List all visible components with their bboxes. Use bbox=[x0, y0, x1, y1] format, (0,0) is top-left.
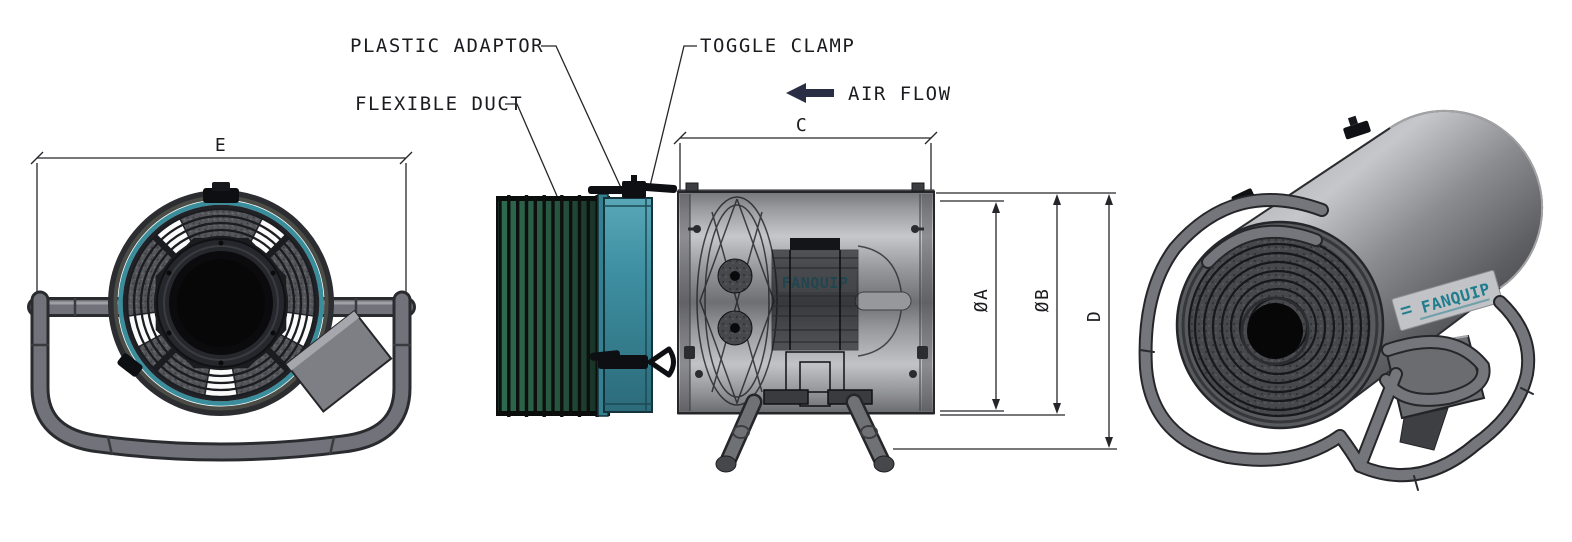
toggle-clamp-side bbox=[589, 346, 676, 378]
motor-shaft bbox=[854, 291, 912, 311]
callouts: PLASTIC ADAPTOR TOGGLE CLAMP FLEXIBLE DU… bbox=[350, 35, 855, 197]
side-view: C bbox=[673, 115, 1117, 473]
flexible-duct-leader bbox=[505, 103, 558, 197]
d-ring-handle bbox=[647, 346, 676, 378]
rim-clamp-top bbox=[203, 182, 239, 203]
dimension-e-label: E bbox=[215, 135, 227, 156]
plastic-adaptor-label: PLASTIC ADAPTOR bbox=[350, 35, 544, 57]
dimension-e: E bbox=[30, 135, 413, 296]
dimension-dia-b-label: ØB bbox=[1032, 288, 1053, 313]
motor-block bbox=[771, 238, 859, 351]
dimension-dia-a: ØA bbox=[940, 200, 1004, 412]
housing-internals: FANQUIP bbox=[696, 196, 912, 407]
housing-bolts bbox=[684, 225, 928, 378]
housing-tab-left bbox=[685, 182, 699, 192]
air-flow-arrow-icon bbox=[786, 83, 806, 103]
fan-hub bbox=[156, 238, 286, 368]
plastic-adaptor bbox=[597, 193, 653, 417]
dimension-c-label: C bbox=[796, 115, 808, 136]
dimension-dia-b: ØB bbox=[936, 192, 1116, 416]
rim-clamp-lower-left bbox=[117, 353, 143, 377]
flexible-duct-label: FLEXIBLE DUCT bbox=[355, 93, 523, 115]
front-view: E bbox=[27, 135, 416, 462]
toggle-clamp-leader bbox=[649, 45, 697, 187]
dimension-c: C bbox=[673, 115, 938, 190]
toggle-clamp-label: TOGGLE CLAMP bbox=[700, 35, 855, 57]
drum-front-face bbox=[1175, 220, 1385, 430]
side-view-legs bbox=[715, 393, 895, 473]
isometric-view: FANQUIP bbox=[1138, 109, 1544, 491]
dimension-d: D bbox=[893, 194, 1117, 450]
flexible-duct bbox=[496, 195, 610, 417]
dimension-d-label: D bbox=[1084, 310, 1105, 322]
housing-tab-right bbox=[911, 182, 925, 192]
junction-box bbox=[285, 309, 393, 413]
fan-frame-base bbox=[30, 290, 412, 462]
fan-front bbox=[108, 182, 334, 416]
duct-adaptor-assembly bbox=[496, 175, 678, 417]
air-flow-label: AIR FLOW bbox=[848, 83, 952, 105]
iso-hub bbox=[1247, 303, 1303, 359]
toggle-clamp-top bbox=[588, 175, 678, 198]
iso-frame bbox=[1138, 193, 1536, 491]
air-flow-annotation: AIR FLOW bbox=[786, 83, 952, 105]
plastic-adaptor-leader bbox=[541, 45, 623, 191]
dimension-dia-a-label: ØA bbox=[971, 288, 992, 313]
iso-clamp-top bbox=[1343, 120, 1371, 140]
